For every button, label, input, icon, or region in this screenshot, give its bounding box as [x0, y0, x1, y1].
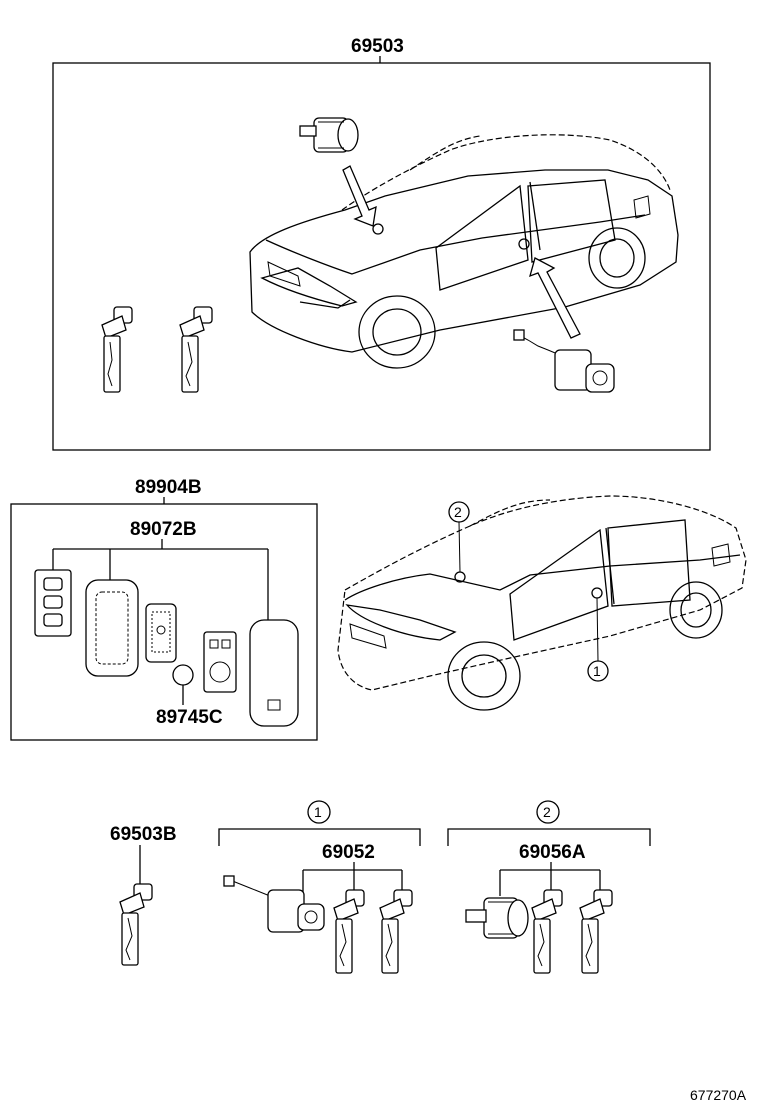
- assembly-box-89904B: [10, 503, 318, 741]
- callout-1-group-label: 1: [314, 804, 322, 820]
- transmitter-inner-plate-icon: [203, 631, 237, 693]
- assembly-box-69503: [52, 62, 711, 451]
- door-lock-cylinder-icon-2: [223, 875, 325, 933]
- ignition-lock-cylinder-icon: [299, 117, 359, 153]
- callout-1-bottom-label: 1: [593, 663, 601, 679]
- transmitter-case-frame-icon: [85, 579, 139, 677]
- callout-1-group: [307, 800, 331, 824]
- ignition-lock-set-69056A: 2 69056A: [447, 800, 651, 974]
- key-icon-5: [531, 889, 563, 974]
- key-icon-3: [333, 889, 365, 974]
- battery-icon: [172, 664, 194, 686]
- key-icon-1: [101, 306, 133, 393]
- callout-2-group: [536, 800, 560, 824]
- door-lock-set-69052: 1 69052: [218, 800, 421, 974]
- car-illustration-callouts: 2 1: [337, 495, 747, 711]
- callout-2-top-label: 2: [454, 504, 462, 520]
- label-69503B: 69503B: [110, 824, 177, 845]
- arrow-to-ignition: [342, 165, 377, 227]
- key-icon-4: [379, 889, 413, 974]
- assembly-69503: 69503: [52, 36, 711, 451]
- transmitter-cover-icon: [249, 619, 299, 727]
- label-69503: 69503: [351, 36, 404, 57]
- diagram-code: 677270A: [690, 1087, 747, 1103]
- circuit-board-icon: [145, 603, 177, 663]
- label-89072B: 89072B: [130, 519, 197, 540]
- callout-2-group-label: 2: [543, 804, 551, 820]
- door-lock-cylinder-icon: [513, 329, 615, 393]
- transmitter-buttons-icon: [34, 569, 72, 637]
- key-icon-6: [579, 889, 613, 974]
- key-blank-69503B: 69503B: [110, 824, 177, 966]
- ignition-lock-cylinder-icon-2: [465, 897, 529, 939]
- key-icon-2: [179, 306, 213, 393]
- label-69052: 69052: [322, 842, 375, 863]
- car-illustration-top: [249, 134, 679, 369]
- arrow-to-door: [529, 257, 581, 339]
- label-89904B: 89904B: [135, 477, 202, 498]
- label-89745C: 89745C: [156, 707, 223, 728]
- assembly-89904B: 89904B 89072B 89745C: [10, 477, 318, 741]
- label-69056A: 69056A: [519, 842, 586, 863]
